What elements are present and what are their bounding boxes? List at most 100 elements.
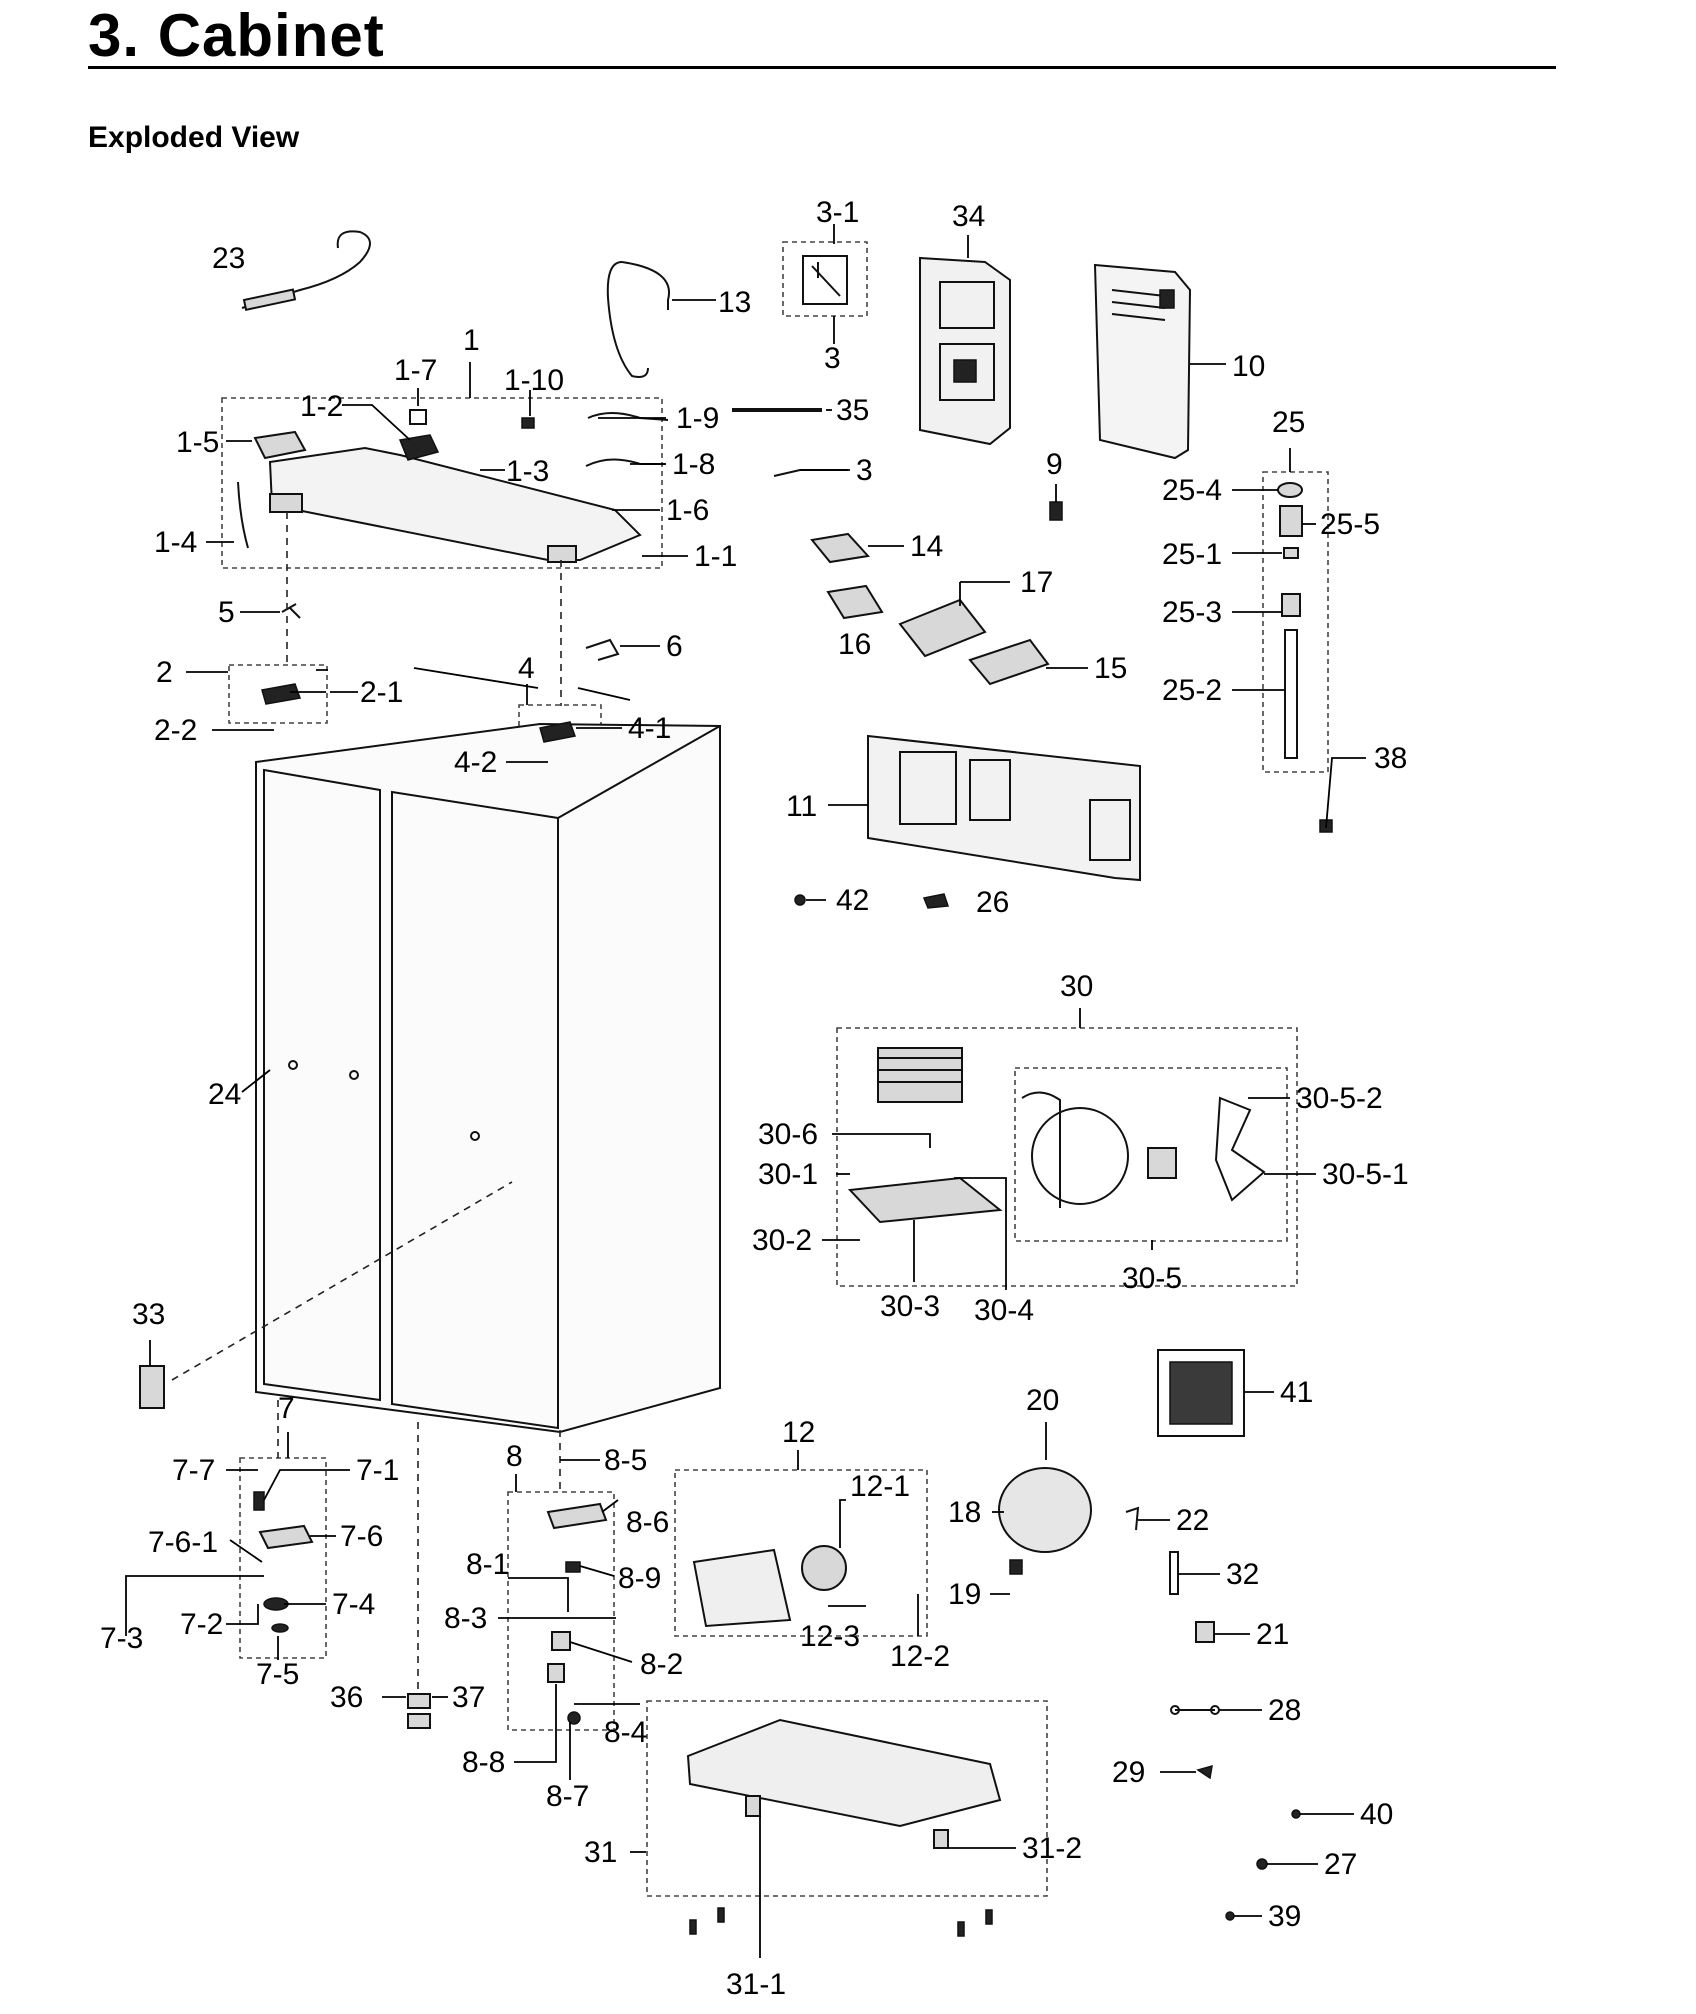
label-27: 27 <box>1324 1848 1357 1881</box>
label-24: 24 <box>208 1078 241 1111</box>
leader-7-6-1 <box>229 1539 263 1563</box>
label-41: 41 <box>1280 1376 1313 1409</box>
label-6: 6 <box>666 630 683 663</box>
cabinet-hole-left <box>349 1070 359 1080</box>
part-18-compressor <box>998 1467 1092 1553</box>
cabinet-door-right <box>391 790 559 1430</box>
label-8: 8 <box>506 1440 523 1473</box>
part-1-6-bracket-right <box>547 545 577 563</box>
label-25-3: 25-3 <box>1162 596 1222 629</box>
part-1-8-wire <box>585 458 665 467</box>
part-30-compressor <box>877 1047 963 1103</box>
leader-8-1 <box>508 1577 569 1612</box>
part-30-5-2-fan <box>1214 1096 1266 1202</box>
leader-38 <box>1325 757 1366 829</box>
axis-33 <box>171 1181 513 1381</box>
assembly-box-12 <box>674 1469 928 1637</box>
label-7: 7 <box>278 1392 295 1425</box>
label-1-10: 1-10 <box>504 364 564 397</box>
part-3-1-bracket <box>802 255 848 305</box>
label-23: 23 <box>212 242 245 275</box>
label-36: 36 <box>330 1681 363 1714</box>
label-30-6: 30-6 <box>758 1118 818 1151</box>
section-subtitle: Exploded View <box>88 121 300 154</box>
part-24-hole <box>288 1060 298 1070</box>
label-25-5: 25-5 <box>1320 508 1380 541</box>
label-30-5-2: 30-5-2 <box>1296 1082 1383 1115</box>
assembly-box-8 <box>507 1491 615 1731</box>
label-4-2: 4-2 <box>454 746 497 779</box>
leader-8-8 <box>514 1684 557 1763</box>
part-25-5 <box>1279 505 1303 537</box>
part-23-harness <box>241 230 371 309</box>
label-3: 3 <box>824 342 841 375</box>
label-5: 5 <box>218 596 235 629</box>
part-31-base-plate <box>686 1718 1002 1828</box>
label-25-1: 25-1 <box>1162 538 1222 571</box>
label-29: 29 <box>1112 1756 1145 1789</box>
label-42: 42 <box>836 884 869 917</box>
label-8-6: 8-6 <box>626 1506 669 1539</box>
label-15: 15 <box>1094 652 1127 685</box>
label-25-4: 25-4 <box>1162 474 1222 507</box>
part-30-5-shroud <box>1031 1107 1129 1205</box>
part-11-grille-right <box>1089 799 1131 861</box>
part-34-slot-top <box>939 281 995 329</box>
page-title: 3. Cabinet <box>88 2 385 69</box>
part-22 <box>1125 1506 1140 1531</box>
label-7-3: 7-3 <box>100 1622 143 1655</box>
label-7-4: 7-4 <box>332 1588 375 1621</box>
label-30: 30 <box>1060 970 1093 1003</box>
leader-4-top-b <box>577 687 631 701</box>
part-30-fins <box>878 1057 962 1083</box>
label-3b: 3 <box>856 454 873 487</box>
label-1-3: 1-3 <box>506 455 549 488</box>
label-40: 40 <box>1360 1798 1393 1831</box>
label-7-1: 7-1 <box>356 1454 399 1487</box>
part-16 <box>826 584 884 620</box>
assembly-box-25 <box>1262 471 1329 773</box>
label-30-4: 30-4 <box>974 1294 1034 1327</box>
label-30-5: 30-5 <box>1122 1262 1182 1295</box>
label-25-2: 25-2 <box>1162 674 1222 707</box>
part-10-switch <box>1159 289 1175 309</box>
part-31-screw-b <box>717 1907 725 1923</box>
label-8-2: 8-2 <box>640 1648 683 1681</box>
part-26 <box>922 893 950 909</box>
part-41-grille <box>1169 1361 1233 1425</box>
part-42 <box>794 894 806 906</box>
assembly-box-3 <box>782 241 868 317</box>
part-8-5 <box>546 1502 608 1530</box>
part-7-5 <box>271 1623 289 1633</box>
part-32 <box>1169 1551 1179 1595</box>
part-13-tube <box>606 261 649 378</box>
label-17: 17 <box>1020 566 1053 599</box>
leader-12-1 <box>839 1499 846 1548</box>
label-28: 28 <box>1268 1694 1301 1727</box>
label-8-9: 8-9 <box>618 1562 661 1595</box>
label-30-5-1: 30-5-1 <box>1322 1158 1409 1191</box>
part-12-housing <box>692 1548 792 1628</box>
part-9 <box>1049 501 1063 521</box>
label-1: 1 <box>463 324 480 357</box>
label-7-6-1: 7-6-1 <box>148 1526 218 1559</box>
part-8-4 <box>567 1711 581 1725</box>
label-39: 39 <box>1268 1900 1301 1933</box>
part-1-4-wire <box>237 481 249 549</box>
assembly-box-2 <box>228 664 328 724</box>
part-4-1 <box>539 721 577 743</box>
label-7-7: 7-7 <box>172 1454 215 1487</box>
part-31-screw-a <box>689 1919 697 1935</box>
part-6 <box>585 638 620 661</box>
label-8-1: 8-1 <box>466 1548 509 1581</box>
label-4-1: 4-1 <box>628 712 671 745</box>
part-7-1 <box>253 1491 265 1511</box>
part-25-4 <box>1277 482 1303 498</box>
part-11-window <box>969 759 1011 821</box>
part-11-grille-left <box>899 751 957 825</box>
label-26: 26 <box>976 886 1009 919</box>
label-12-2: 12-2 <box>890 1640 950 1673</box>
label-21: 21 <box>1256 1618 1289 1651</box>
